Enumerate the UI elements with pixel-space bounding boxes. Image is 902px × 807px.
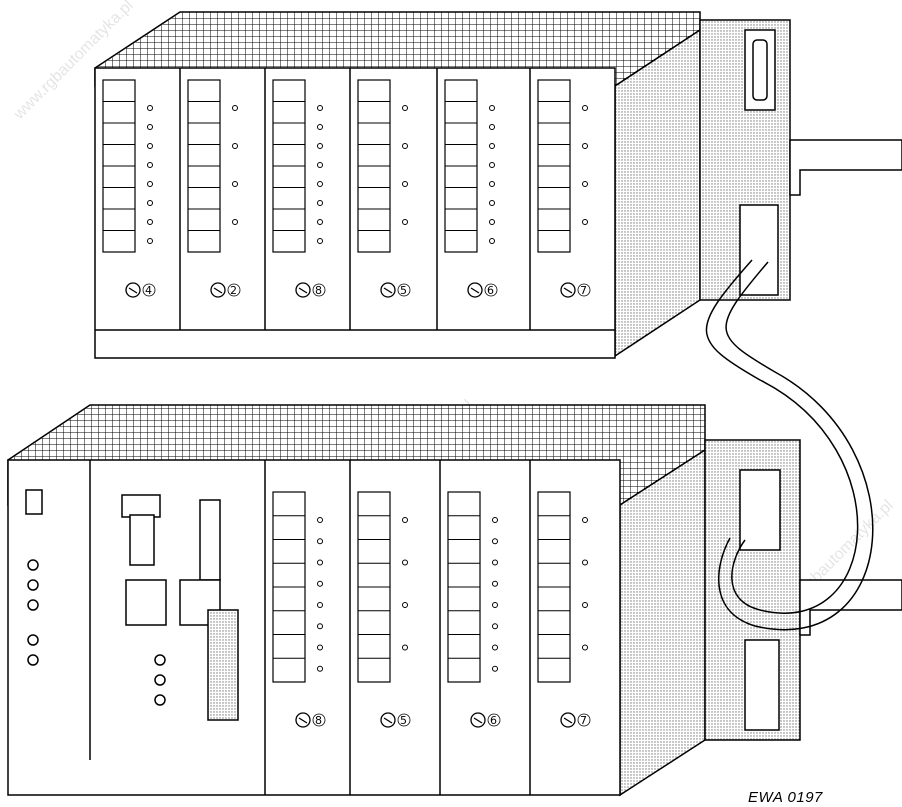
lower-module-details: 8 5 6 7 — [272, 491, 591, 728]
module-number: 6 — [487, 284, 494, 297]
status-led — [582, 602, 588, 608]
status-led — [317, 124, 323, 130]
status-led — [147, 219, 153, 225]
status-led — [232, 181, 238, 187]
upper-din-rail — [789, 139, 902, 196]
status-led — [582, 105, 588, 111]
status-led — [492, 538, 498, 545]
lower-din-rail — [799, 579, 902, 636]
module-number: 8 — [315, 714, 322, 727]
status-led — [492, 623, 498, 630]
status-led — [317, 665, 323, 672]
status-led — [582, 143, 588, 149]
status-led — [147, 143, 153, 149]
status-led — [317, 602, 323, 608]
status-led — [147, 181, 153, 187]
status-led — [402, 143, 408, 149]
upper-module-3: 8 — [272, 79, 326, 298]
upper-module-details: 4 2 8 5 6 7 — [102, 79, 591, 298]
status-led — [489, 219, 495, 225]
status-led — [489, 181, 495, 187]
status-led — [492, 665, 498, 672]
status-led — [232, 105, 238, 111]
status-led — [317, 538, 323, 545]
connecting-cable — [705, 259, 874, 631]
module-number: 2 — [230, 284, 237, 297]
status-led — [147, 162, 153, 168]
lower-interface-module — [704, 439, 902, 741]
lower-module-2: 5 — [357, 491, 411, 728]
status-led — [317, 644, 323, 651]
status-led — [402, 219, 408, 225]
status-led — [489, 105, 495, 111]
lower-module-4: 7 — [537, 491, 591, 728]
status-led — [317, 181, 323, 187]
status-led — [492, 644, 498, 651]
status-led — [582, 219, 588, 225]
status-led — [402, 602, 408, 608]
upper-module-2: 2 — [187, 79, 241, 298]
status-led — [147, 238, 153, 244]
status-led — [402, 517, 408, 523]
lower-rack — [7, 404, 706, 797]
status-led — [317, 517, 323, 523]
upper-module-1: 4 — [102, 79, 156, 298]
status-led — [232, 143, 238, 149]
status-led — [147, 105, 153, 111]
status-led — [582, 644, 588, 651]
lower-module-1: 8 — [272, 491, 326, 728]
module-number: 7 — [580, 284, 587, 297]
status-led — [317, 219, 323, 225]
lower-module-3: 6 — [447, 491, 501, 728]
status-led — [402, 181, 408, 187]
status-led — [317, 580, 323, 587]
module-number: 6 — [490, 714, 497, 727]
status-led — [492, 517, 498, 523]
upper-module-5: 6 — [444, 79, 498, 298]
status-led — [582, 559, 588, 566]
module-number: 7 — [580, 714, 587, 727]
status-led — [317, 143, 323, 149]
module-number: 5 — [400, 284, 407, 297]
status-led — [147, 200, 153, 206]
status-led — [492, 602, 498, 608]
status-led — [317, 200, 323, 206]
module-number: 5 — [400, 714, 407, 727]
status-led — [489, 143, 495, 149]
status-led — [582, 181, 588, 187]
status-led — [317, 105, 323, 111]
upper-module-6: 7 — [537, 79, 591, 298]
figure-label: EWA 0197 — [748, 789, 823, 806]
status-led — [582, 517, 588, 523]
status-led — [489, 124, 495, 130]
status-led — [147, 124, 153, 130]
status-led — [317, 559, 323, 566]
status-led — [317, 623, 323, 630]
status-led — [317, 238, 323, 244]
status-led — [492, 580, 498, 587]
upper-module-4: 5 — [357, 79, 411, 298]
status-led — [402, 105, 408, 111]
upper-interface-module — [699, 19, 902, 301]
module-number: 8 — [315, 284, 322, 297]
status-led — [489, 238, 495, 244]
status-led — [232, 219, 238, 225]
upper-rack — [94, 11, 701, 359]
status-led — [317, 162, 323, 168]
status-led — [489, 200, 495, 206]
status-led — [402, 559, 408, 566]
status-led — [489, 162, 495, 168]
module-number: 4 — [145, 284, 152, 297]
status-led — [492, 559, 498, 566]
status-led — [402, 644, 408, 651]
